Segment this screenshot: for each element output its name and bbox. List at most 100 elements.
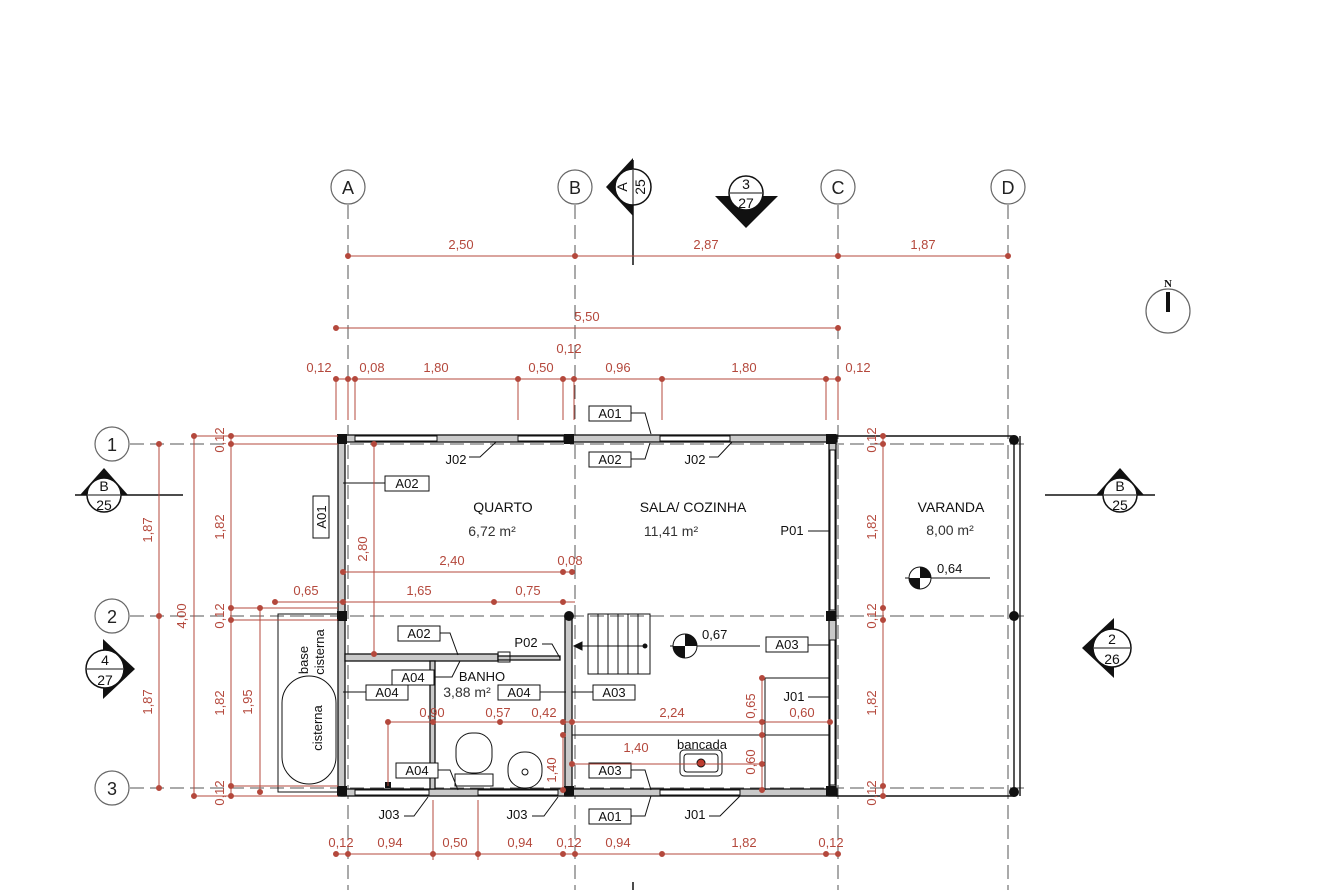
svg-text:25: 25 (1112, 497, 1128, 513)
svg-text:2,87: 2,87 (693, 237, 718, 252)
dimension-texts: 2,50 2,87 1,87 5,50 0,12 0,08 1,80 0,50 … (140, 237, 936, 850)
svg-text:0,12: 0,12 (818, 835, 843, 850)
svg-text:J01: J01 (784, 689, 805, 704)
svg-text:A02: A02 (598, 452, 621, 467)
level-marker-sala: 0,67 (670, 627, 760, 659)
svg-text:1,40: 1,40 (544, 757, 559, 782)
svg-text:1,82: 1,82 (212, 690, 227, 715)
section-marker-4-27: 4 27 (85, 639, 135, 699)
svg-text:26: 26 (1104, 651, 1120, 667)
svg-text:0,65: 0,65 (293, 583, 318, 598)
dimension-lines (156, 253, 1011, 860)
svg-text:J02: J02 (446, 452, 467, 467)
svg-text:J01: J01 (685, 807, 706, 822)
svg-text:0,42: 0,42 (531, 705, 556, 720)
svg-text:1,82: 1,82 (212, 514, 227, 539)
svg-text:1: 1 (107, 435, 117, 455)
svg-text:1,65: 1,65 (406, 583, 431, 598)
tags (312, 405, 809, 825)
svg-text:0,12: 0,12 (556, 835, 581, 850)
svg-text:0,67: 0,67 (702, 627, 727, 642)
svg-text:A01: A01 (314, 505, 329, 528)
svg-text:0,75: 0,75 (515, 583, 540, 598)
svg-text:A04: A04 (507, 685, 530, 700)
svg-text:base: base (296, 646, 311, 674)
tag-labels: A01 A02 A02 A01 A02 A04 A04 A04 A03 A03 … (314, 406, 804, 824)
svg-text:C: C (832, 178, 845, 198)
room-quarto: QUARTO 6,72 m² (468, 499, 533, 539)
leader-lines (343, 412, 830, 817)
svg-text:1,87: 1,87 (140, 689, 155, 714)
svg-text:1,40: 1,40 (623, 740, 648, 755)
svg-text:A: A (614, 182, 630, 192)
svg-text:4,00: 4,00 (174, 603, 189, 628)
room-sala-cozinha: SALA/ COZINHA 11,41 m² (640, 499, 747, 539)
svg-text:0,08: 0,08 (359, 360, 384, 375)
svg-text:0,65: 0,65 (743, 693, 758, 718)
door-p02 (497, 651, 511, 663)
svg-text:0,12: 0,12 (864, 603, 879, 628)
svg-text:0,94: 0,94 (605, 835, 630, 850)
svg-text:0,12: 0,12 (328, 835, 353, 850)
svg-text:BANHO: BANHO (459, 669, 505, 684)
svg-text:0,12: 0,12 (864, 780, 879, 805)
svg-text:B: B (99, 478, 108, 494)
svg-text:P01: P01 (780, 523, 803, 538)
svg-text:1,87: 1,87 (140, 517, 155, 542)
grid-bubble-d: D (990, 169, 1026, 205)
grid-bubble-2: 2 (94, 598, 130, 634)
svg-text:3,88 m²: 3,88 m² (443, 684, 491, 700)
svg-text:2: 2 (107, 607, 117, 627)
level-marker-varanda: 0,64 (905, 561, 990, 590)
svg-text:0,12: 0,12 (306, 360, 331, 375)
svg-text:2,80: 2,80 (355, 536, 370, 561)
section-marker-b-25-right: B 25 (1045, 468, 1155, 513)
svg-text:0,57: 0,57 (485, 705, 510, 720)
grid-bubble-c: C (820, 169, 856, 205)
svg-text:A01: A01 (598, 406, 621, 421)
svg-text:1,80: 1,80 (731, 360, 756, 375)
svg-text:3: 3 (107, 779, 117, 799)
svg-text:A04: A04 (375, 685, 398, 700)
svg-text:A: A (342, 178, 354, 198)
svg-text:0,90: 0,90 (419, 705, 444, 720)
svg-text:2,50: 2,50 (448, 237, 473, 252)
door-p01 (829, 449, 836, 611)
svg-text:0,96: 0,96 (605, 360, 630, 375)
cisterna-label: cisterna (310, 704, 325, 750)
section-marker-3-27: 3 27 (715, 175, 778, 228)
svg-text:2: 2 (1108, 631, 1116, 647)
grid-bubble-3: 3 (94, 770, 130, 806)
cisterna (277, 613, 339, 793)
svg-text:0,50: 0,50 (442, 835, 467, 850)
svg-text:QUARTO: QUARTO (473, 499, 532, 515)
svg-text:cisterna: cisterna (312, 628, 327, 674)
svg-text:4: 4 (101, 652, 109, 668)
svg-text:N: N (1164, 278, 1172, 290)
svg-text:A03: A03 (602, 685, 625, 700)
svg-text:J03: J03 (379, 807, 400, 822)
svg-text:27: 27 (738, 195, 754, 211)
svg-text:0,50: 0,50 (528, 360, 553, 375)
toilet-icon (454, 732, 494, 787)
svg-text:A04: A04 (405, 763, 428, 778)
svg-text:0,12: 0,12 (556, 341, 581, 356)
svg-text:0,94: 0,94 (507, 835, 532, 850)
base-cisterna-label: base cisterna (296, 628, 327, 674)
grid-bubble-a: A (330, 169, 366, 205)
svg-text:0,12: 0,12 (845, 360, 870, 375)
window-j01-side (764, 639, 836, 790)
svg-text:11,41 m²: 11,41 m² (644, 523, 699, 539)
grid-bubble-b: B (557, 169, 593, 205)
svg-text:A02: A02 (395, 476, 418, 491)
svg-text:B: B (569, 178, 581, 198)
svg-text:0,12: 0,12 (212, 603, 227, 628)
svg-text:A01: A01 (598, 809, 621, 824)
svg-text:1,95: 1,95 (240, 689, 255, 714)
structural-pillars (337, 434, 1019, 797)
svg-text:0,12: 0,12 (212, 427, 227, 452)
section-marker-b-25-left: B 25 (75, 468, 183, 513)
svg-text:B: B (1115, 478, 1124, 494)
svg-text:1,82: 1,82 (731, 835, 756, 850)
